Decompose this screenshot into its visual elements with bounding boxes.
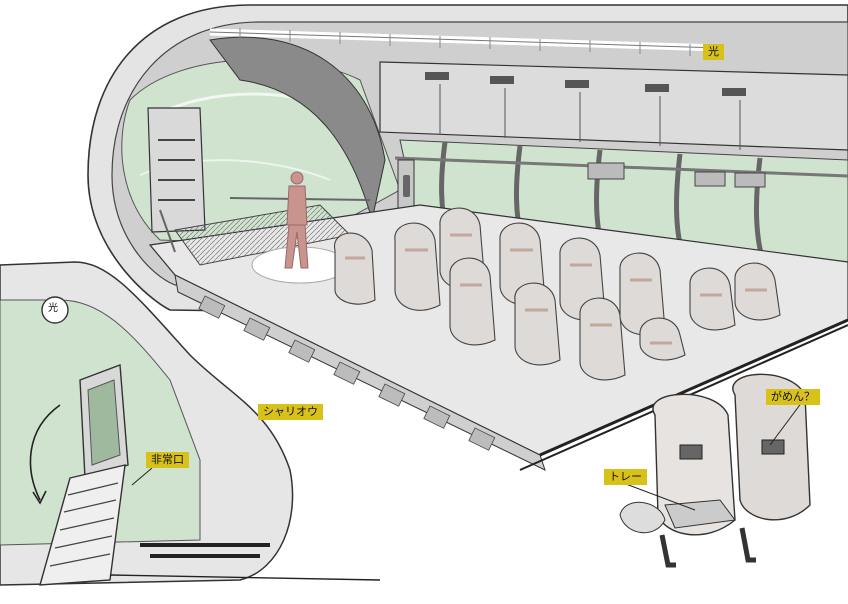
label-screen: がめん？	[766, 389, 820, 405]
label-light-circle: 光	[48, 303, 58, 314]
label-tray: トレー	[604, 469, 647, 485]
emergency-exit-detail	[0, 261, 381, 586]
label-shariou: シャリオウ	[258, 404, 323, 420]
label-light: 光	[703, 44, 724, 60]
seat-detail	[609, 373, 811, 568]
label-emergency-exit: 非常口	[146, 452, 189, 468]
cabin-cutaway	[87, 4, 848, 471]
standing-figure	[284, 171, 309, 269]
seat-rows	[334, 207, 781, 381]
